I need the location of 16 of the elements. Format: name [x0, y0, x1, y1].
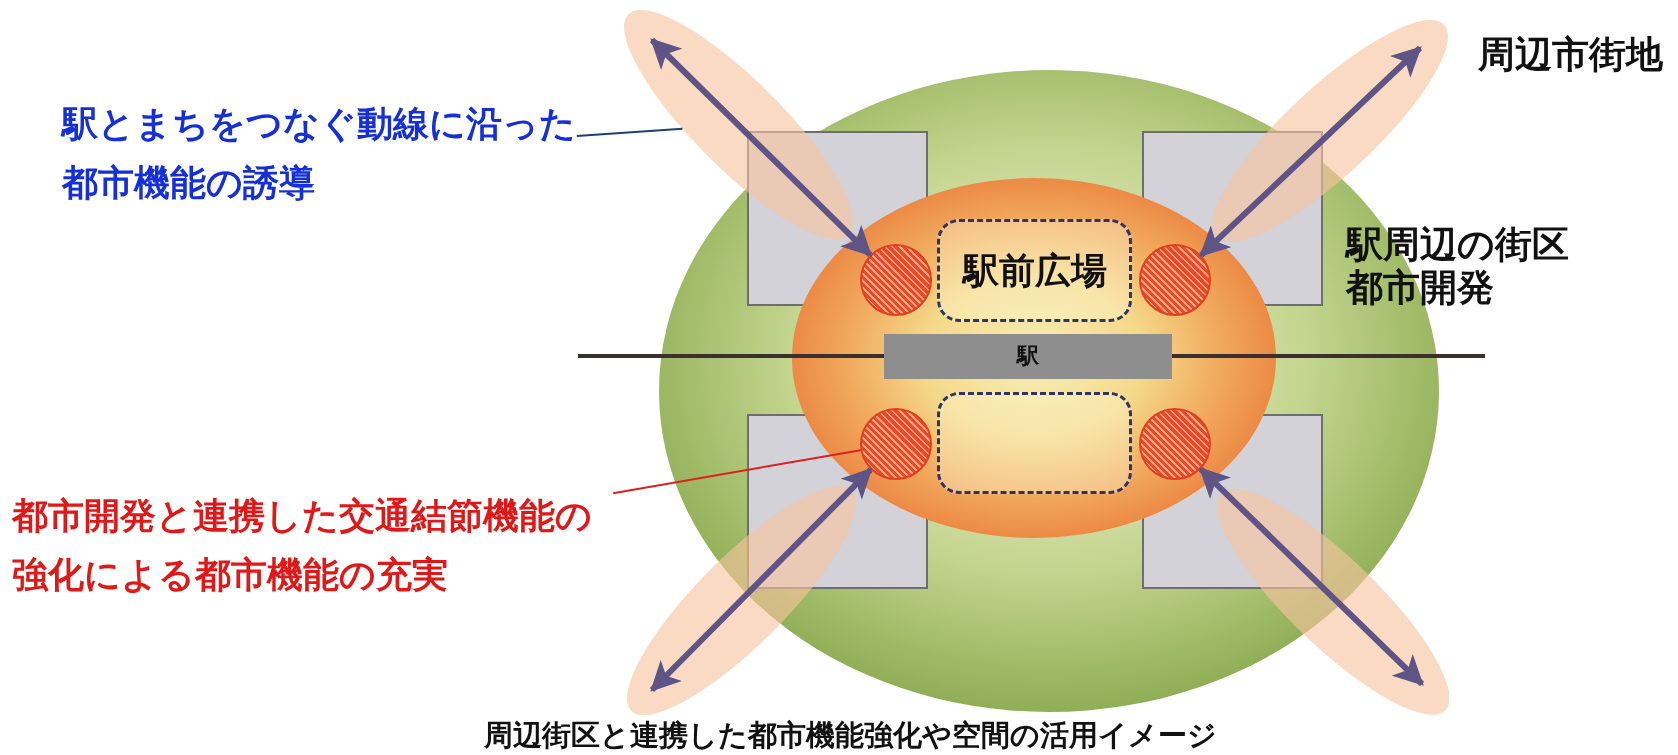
area-label: 周辺市街地 [1478, 34, 1664, 77]
leader-line [612, 449, 862, 495]
corridor-ellipse [627, 486, 857, 716]
leader-line [575, 127, 684, 137]
leader-line [649, 467, 873, 693]
caption: 周辺街区と連携した都市機能強化や空間の活用イメージ [482, 717, 1218, 754]
leader-line [1198, 466, 1425, 687]
plaza-box: 駅前広場 [937, 219, 1132, 322]
corridor-ellipse [1216, 489, 1450, 715]
station-bar: 駅 [884, 334, 1172, 379]
corridor-ellipse [624, 10, 854, 240]
plaza-box [937, 392, 1132, 494]
callout-text: 駅とまちをつなぐ動線に沿った都市機能の誘導 [62, 94, 577, 213]
leader-line [649, 37, 873, 257]
callout-text: 都市開発と連携した交通結節機能の強化による都市機能の充実 [12, 486, 614, 605]
leader-line [1199, 45, 1423, 258]
